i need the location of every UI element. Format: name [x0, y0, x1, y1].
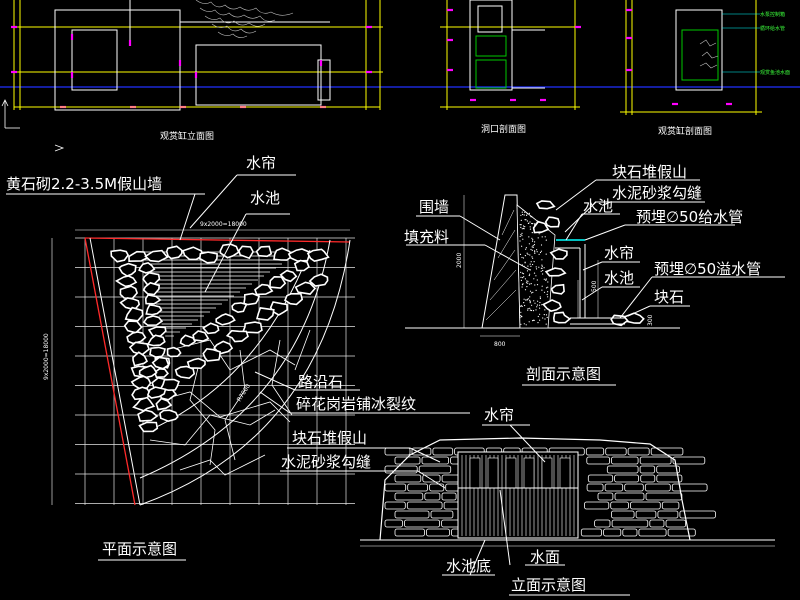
label-overflow-pipe: 预埋∅50溢水管 — [654, 260, 761, 278]
label-block-rockery-section: 块石堆假山 — [612, 163, 687, 181]
ucs-icon — [1, 99, 65, 152]
label-pool-section-top: 水池 — [583, 197, 613, 215]
dim-plan-top: 9x2000=18000 — [200, 221, 247, 228]
label-enclosure-wall: 围墙 — [419, 198, 449, 216]
note-water-surface: 观赏鱼池水面 — [760, 69, 790, 76]
label-viewing-tank-elevation: 观赏缸立面图 — [160, 130, 214, 142]
note-supply-pipe: 循环给水管 — [760, 25, 785, 32]
note-pump-box: 水泵控制箱 — [760, 11, 785, 18]
label-block-rockery-elevation: 块石堆假山 — [292, 429, 367, 447]
label-mortar-joint-section: 水泥砂浆勾缝 — [612, 184, 702, 202]
label-cave-section: 洞口剖面图 — [481, 123, 526, 135]
label-pool-plan: 水池 — [250, 189, 280, 207]
label-curb-stone: 路沿石 — [298, 373, 343, 391]
top-elevation-strip: 观赏缸立面图 洞口剖面图 — [0, 0, 800, 152]
viewing-tank-elevation: 观赏缸立面图 — [11, 0, 383, 142]
dim-plan-left: 9x2000=18000 — [43, 333, 50, 380]
water-curtain-lines — [461, 455, 575, 536]
label-water-surface: 水面 — [530, 548, 560, 566]
label-water-curtain-plan: 水帘 — [246, 154, 276, 172]
cave-opening-section: 洞口剖面图 — [440, 0, 581, 135]
dim-section-pool: 500 — [591, 280, 598, 292]
plan-grid — [75, 237, 355, 505]
ice-crack-paving — [149, 329, 311, 476]
label-viewing-tank-section: 观赏缸剖面图 — [658, 125, 712, 137]
viewing-tank-section: 水泵控制箱 循环给水管 观赏鱼池水面 观赏缸剖面图 — [620, 0, 790, 137]
foliage-texture — [195, 0, 294, 38]
label-granite-ice-crack: 碎花岗岩铺冰裂纹 — [296, 395, 416, 413]
label-yellow-stone-wall: 黄石砌2.2-3.5M假山墙 — [6, 175, 162, 193]
section-view: 2000 800 500 300 围墙 填充料 块石堆假山 水泥砂浆勾缝 水池 … — [404, 163, 785, 386]
dim-section-stone: 300 — [647, 314, 654, 326]
elevation-view: 水帘 块石堆假山 水泥砂浆勾缝 水池底 水面 立面示意图 — [280, 406, 775, 596]
plan-leaders — [6, 174, 470, 414]
elevation-leaders — [280, 424, 565, 576]
plan-rockery — [110, 243, 330, 433]
dim-section-height: 2000 — [456, 253, 463, 268]
label-water-curtain-section: 水帘 — [604, 244, 634, 262]
label-pool-section: 水池 — [604, 269, 634, 287]
plan-view: 9x2000=18000 9x2000=18000 R7000 水帘 黄石砌2.… — [6, 154, 470, 561]
title-section: 剖面示意图 — [526, 365, 601, 383]
label-water-curtain-elevation: 水帘 — [484, 406, 514, 424]
label-fill-material: 填充料 — [404, 228, 449, 246]
section-leaders — [406, 179, 785, 319]
dim-section-width: 800 — [494, 341, 506, 348]
label-mortar-joint-elevation: 水泥砂浆勾缝 — [281, 453, 371, 471]
label-supply-pipe: 预埋∅50给水管 — [636, 208, 743, 226]
label-pool-bottom: 水池底 — [446, 557, 491, 575]
title-elevation: 立面示意图 — [511, 576, 586, 594]
label-block-stone: 块石 — [654, 288, 684, 306]
title-plan: 平面示意图 — [102, 540, 177, 558]
